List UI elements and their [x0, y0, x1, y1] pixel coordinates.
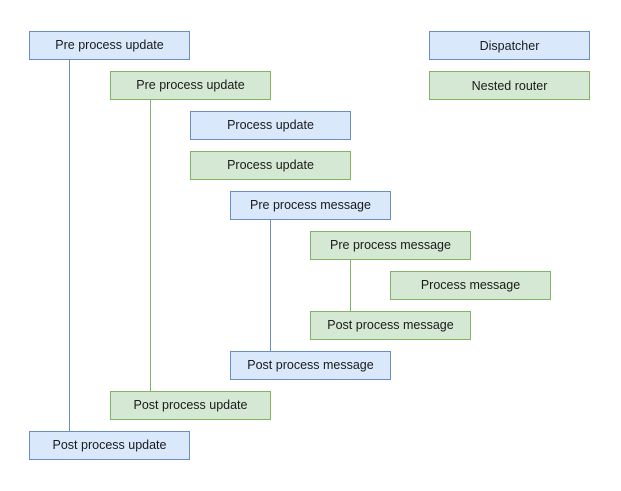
node-pre-process-update-nested[interactable]: Pre process update: [110, 71, 271, 100]
node-label: Pre process update: [136, 78, 245, 93]
node-post-process-update-dispatcher[interactable]: Post process update: [29, 431, 190, 460]
node-label: Pre process message: [330, 238, 451, 253]
node-pre-process-message-nested[interactable]: Pre process message: [310, 231, 471, 260]
connector-pre-post-process-update-nested: [150, 100, 151, 391]
node-post-process-update-nested[interactable]: Post process update: [110, 391, 271, 420]
node-post-process-message-nested[interactable]: Post process message: [310, 311, 471, 340]
connector-pre-post-process-message-dispatcher: [270, 220, 271, 351]
legend-label: Dispatcher: [479, 38, 540, 53]
legend-item-nested-router: Nested router: [429, 71, 590, 100]
node-process-update-nested[interactable]: Process update: [190, 151, 351, 180]
legend-label: Nested router: [471, 78, 548, 93]
node-label: Pre process update: [55, 38, 164, 53]
node-post-process-message-dispatcher[interactable]: Post process message: [230, 351, 391, 380]
node-label: Pre process message: [250, 198, 371, 213]
node-label: Process update: [227, 118, 314, 133]
node-pre-process-message-dispatcher[interactable]: Pre process message: [230, 191, 391, 220]
node-label: Post process message: [327, 318, 454, 333]
node-process-message-nested[interactable]: Process message: [390, 271, 551, 300]
node-label: Post process update: [133, 398, 248, 413]
connector-pre-post-process-update-dispatcher: [69, 60, 70, 431]
connector-pre-post-process-message-nested: [350, 260, 351, 311]
node-label: Post process update: [52, 438, 167, 453]
node-label: Post process message: [247, 358, 374, 373]
node-label: Process message: [420, 278, 521, 293]
legend-item-dispatcher: Dispatcher: [429, 31, 590, 60]
node-process-update-dispatcher[interactable]: Process update: [190, 111, 351, 140]
node-label: Process update: [227, 158, 314, 173]
node-pre-process-update-dispatcher[interactable]: Pre process update: [29, 31, 190, 60]
